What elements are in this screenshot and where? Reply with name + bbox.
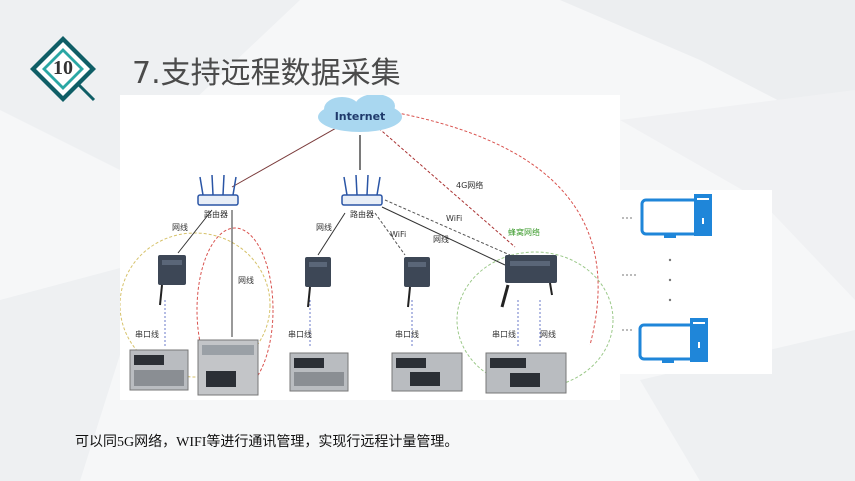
- wifi-label-1: WiFi: [390, 230, 406, 239]
- slide-number-badge: [30, 36, 96, 102]
- network-diagram: Internet 路由器 路由器 网线 网线 网线 网线 WiFi WiFi 4…: [119, 94, 620, 400]
- link-router2-gw2: [317, 212, 346, 256]
- instrument-device-icon: [197, 339, 259, 396]
- serial-label-4: 串口线: [492, 329, 516, 339]
- computer-icon: [640, 194, 712, 238]
- instrument-device-icon: [485, 352, 567, 394]
- wifi-label-2: WiFi: [446, 214, 462, 223]
- internet-label: Internet: [335, 110, 386, 123]
- link-router2-gw4-cable: [381, 206, 506, 266]
- cable-label-4: 网线: [433, 234, 449, 244]
- router-label-2: 路由器: [350, 209, 374, 219]
- page-title: 7.支持远程数据采集: [132, 56, 401, 91]
- serial-label-2: 串口线: [288, 329, 312, 339]
- cellular-label: 蜂窝网络: [508, 227, 540, 237]
- instrument-device-icon: [129, 349, 189, 391]
- cellular-gateway-icon: [500, 255, 557, 308]
- cable-label-5: 网线: [540, 329, 556, 339]
- g4-dashed-arc: [381, 109, 599, 346]
- computer-icon: [638, 318, 708, 363]
- router-label-1: 路由器: [204, 209, 228, 219]
- coverage-circle-3: [456, 251, 614, 389]
- link-router2-gw4-wifi: [384, 199, 511, 256]
- cable-label-2: 网线: [238, 275, 254, 285]
- router-icon: [341, 174, 383, 206]
- instrument-device-icon: [289, 352, 349, 392]
- instrument-device-icon: [391, 352, 463, 392]
- g4-label: 4G网络: [456, 180, 483, 190]
- serial-label-1: 串口线: [135, 329, 159, 339]
- remote-terminals-panel: [620, 190, 772, 374]
- serial-label-3: 串口线: [395, 329, 419, 339]
- router-icon: [197, 174, 239, 206]
- gateway-device-icon: [158, 255, 186, 306]
- coverage-circle-1: [119, 232, 271, 378]
- cable-label-1: 网线: [172, 222, 188, 232]
- link-router2-gw3: [374, 212, 406, 256]
- internet-cloud-icon: [318, 94, 402, 132]
- slide-number: 10: [53, 57, 73, 79]
- caption-text: 可以同5G网络，WIFI等进行通讯管理，实现行远程计量管理。: [75, 435, 459, 450]
- link-internet-cellular: [374, 124, 516, 248]
- gateway-device-icon: [305, 257, 331, 308]
- link-internet-router1: [231, 122, 346, 188]
- gateway-device-icon: [404, 257, 430, 308]
- link-router1-gw1: [177, 209, 213, 254]
- cable-label-3: 网线: [316, 222, 332, 232]
